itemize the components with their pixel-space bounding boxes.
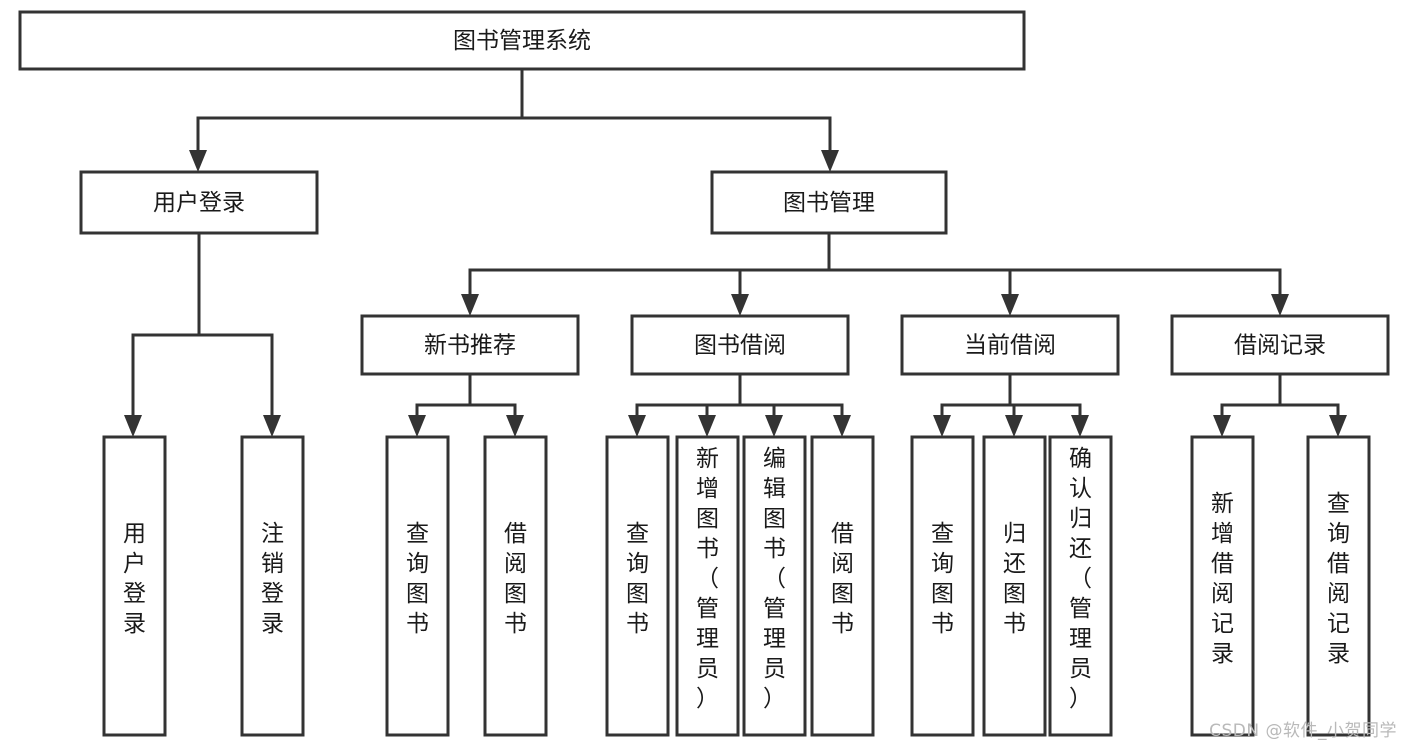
- node-label: 图书管理: [783, 190, 875, 216]
- node-box[interactable]: [1190, 435, 1255, 737]
- node-root[interactable]: 图书管理系统: [18, 10, 1026, 71]
- node-leaf-user-login[interactable]: 用户登录: [102, 435, 167, 737]
- node-leaf-add-book[interactable]: 新增图书（管理员）: [675, 435, 740, 737]
- node-box[interactable]: [900, 314, 1120, 376]
- connector-c-user-login: [124, 231, 281, 437]
- node-label: 图书借阅: [694, 333, 786, 359]
- connector-c-book-manage: [461, 231, 1289, 316]
- node-leaf-add-record[interactable]: 新增借阅记录: [1190, 435, 1255, 737]
- connector-c-borrow-record: [1213, 372, 1347, 437]
- node-label: 借阅记录: [1234, 333, 1326, 359]
- node-label: 用户登录: [153, 190, 245, 216]
- node-box[interactable]: [385, 435, 450, 737]
- node-leaf-borrow-book-1[interactable]: 借阅图书: [483, 435, 548, 737]
- node-box[interactable]: [742, 435, 807, 737]
- arrow-head-icon: [833, 415, 851, 437]
- arrow-head-icon: [1213, 415, 1231, 437]
- arrow-head-icon: [765, 415, 783, 437]
- node-box[interactable]: [1306, 435, 1371, 737]
- node-leaf-query-book-2[interactable]: 查询图书: [605, 435, 670, 737]
- connector-c-book-borrow: [628, 372, 851, 437]
- node-box[interactable]: [810, 435, 875, 737]
- node-box[interactable]: [360, 314, 580, 376]
- node-label: 借阅图书: [504, 521, 527, 637]
- node-leaf-query-book-1[interactable]: 查询图书: [385, 435, 450, 737]
- node-leaf-query-record[interactable]: 查询借阅记录: [1306, 435, 1371, 737]
- node-layer: 图书管理系统用户登录图书管理新书推荐图书借阅当前借阅借阅记录用户登录注销登录查询…: [18, 10, 1390, 737]
- arrow-head-icon: [933, 415, 951, 437]
- node-current-borrow[interactable]: 当前借阅: [900, 314, 1120, 376]
- node-box[interactable]: [102, 435, 167, 737]
- node-book-borrow[interactable]: 图书借阅: [630, 314, 850, 376]
- node-new-book-recommend[interactable]: 新书推荐: [360, 314, 580, 376]
- arrow-head-icon: [408, 415, 426, 437]
- arrow-head-icon: [1271, 294, 1289, 316]
- node-label: 新增图书（管理员）: [696, 446, 719, 712]
- node-label: 查询图书: [931, 521, 954, 637]
- connector-c-root: [189, 67, 839, 172]
- node-box[interactable]: [710, 170, 948, 235]
- node-box[interactable]: [605, 435, 670, 737]
- arrow-head-icon: [821, 150, 839, 172]
- node-box[interactable]: [982, 435, 1047, 737]
- arrow-head-icon: [461, 294, 479, 316]
- node-box[interactable]: [630, 314, 850, 376]
- node-box[interactable]: [1170, 314, 1390, 376]
- connector-layer: [124, 67, 1347, 437]
- arrow-head-icon: [731, 294, 749, 316]
- node-label: 当前借阅: [964, 333, 1056, 359]
- node-label: 查询图书: [626, 521, 649, 637]
- node-box[interactable]: [18, 10, 1026, 71]
- node-user-login[interactable]: 用户登录: [79, 170, 319, 235]
- arrow-head-icon: [1071, 415, 1089, 437]
- node-label: 查询图书: [406, 521, 429, 637]
- node-borrow-record[interactable]: 借阅记录: [1170, 314, 1390, 376]
- arrow-head-icon: [628, 415, 646, 437]
- arrow-head-icon: [124, 415, 142, 437]
- node-leaf-borrow-book-2[interactable]: 借阅图书: [810, 435, 875, 737]
- connector-c-current-borrow: [933, 372, 1089, 437]
- connector-c-new-book: [408, 372, 524, 437]
- node-box[interactable]: [240, 435, 305, 737]
- node-book-manage[interactable]: 图书管理: [710, 170, 948, 235]
- node-label: 查询借阅记录: [1327, 491, 1350, 667]
- node-box[interactable]: [675, 435, 740, 737]
- node-label: 新书推荐: [424, 333, 516, 359]
- node-label: 新增借阅记录: [1211, 491, 1234, 667]
- node-box[interactable]: [1048, 435, 1113, 737]
- arrow-head-icon: [189, 150, 207, 172]
- arrow-head-icon: [263, 415, 281, 437]
- node-label: 归还图书: [1003, 521, 1026, 637]
- node-leaf-query-book-3[interactable]: 查询图书: [910, 435, 975, 737]
- node-leaf-confirm-return[interactable]: 确认归还（管理员）: [1048, 435, 1113, 737]
- node-label: 用户登录: [123, 521, 146, 637]
- node-box[interactable]: [483, 435, 548, 737]
- node-label: 借阅图书: [831, 521, 854, 637]
- node-label: 注销登录: [261, 521, 284, 637]
- node-label: 图书管理系统: [453, 28, 591, 54]
- arrow-head-icon: [1329, 415, 1347, 437]
- arrow-head-icon: [1001, 294, 1019, 316]
- node-box[interactable]: [79, 170, 319, 235]
- node-label: 确认归还（管理员）: [1069, 446, 1092, 712]
- arrow-head-icon: [1005, 415, 1023, 437]
- node-leaf-return-book[interactable]: 归还图书: [982, 435, 1047, 737]
- node-label: 编辑图书（管理员）: [763, 446, 786, 712]
- node-leaf-logout[interactable]: 注销登录: [240, 435, 305, 737]
- arrow-head-icon: [506, 415, 524, 437]
- node-leaf-edit-book[interactable]: 编辑图书（管理员）: [742, 435, 807, 737]
- watermark-text: CSDN @软件_小贺同学: [1209, 721, 1397, 741]
- node-box[interactable]: [910, 435, 975, 737]
- arrow-head-icon: [698, 415, 716, 437]
